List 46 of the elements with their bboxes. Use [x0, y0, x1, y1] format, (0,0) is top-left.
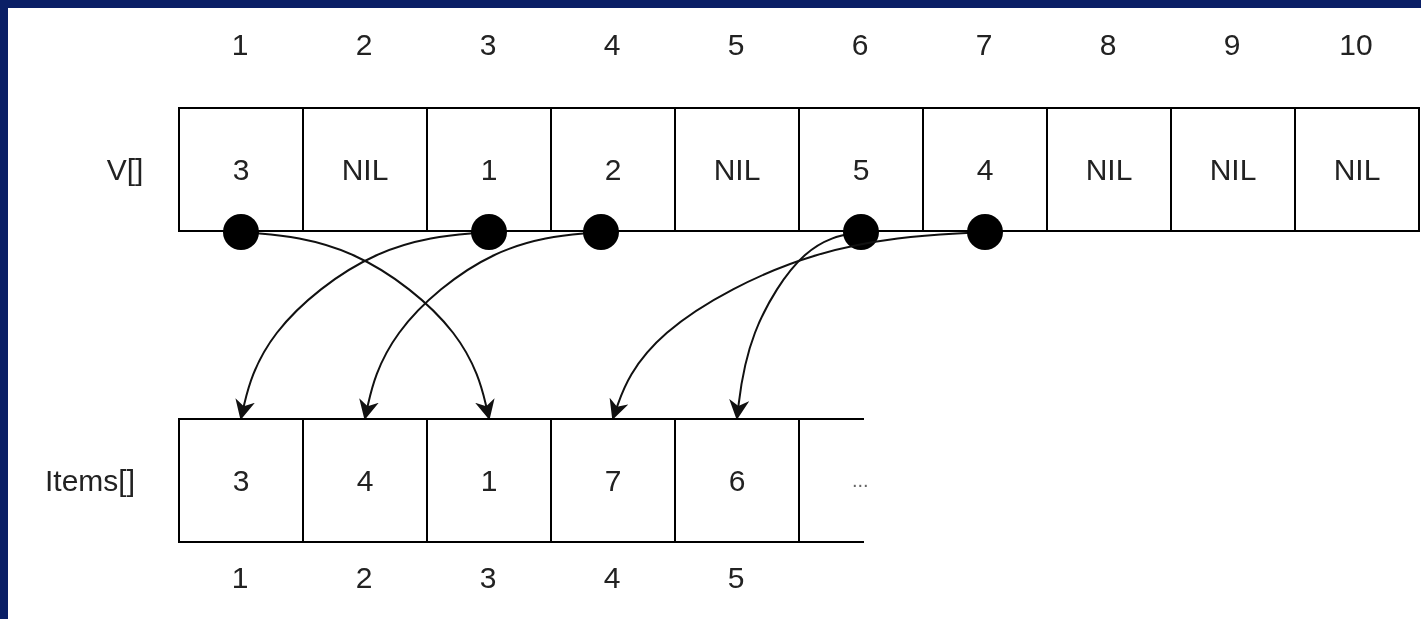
array-cell	[1170, 107, 1296, 232]
cell-value: NIL	[1333, 152, 1381, 187]
cell-value: 3	[232, 152, 250, 187]
index-number: 1	[231, 28, 249, 62]
index-number: 10	[1339, 28, 1373, 62]
index-number: 2	[355, 561, 373, 595]
cell-value: 1	[480, 152, 498, 187]
cell-value: 5	[852, 152, 870, 187]
cell-value: NIL	[1209, 152, 1257, 187]
index-number: 8	[1099, 28, 1117, 62]
cell-value: 4	[976, 152, 994, 187]
array-cell	[178, 418, 304, 543]
cell-value: 1	[480, 463, 498, 498]
index-number: 4	[603, 561, 621, 595]
cell-value: 2	[604, 152, 622, 187]
cell-value: NIL	[1085, 152, 1133, 187]
cell-value: 3	[232, 463, 250, 498]
array-cell	[674, 107, 800, 232]
index-number: 5	[727, 561, 745, 595]
pointer-arrow	[729, 214, 879, 420]
array-name: Items[]	[45, 464, 135, 498]
index-number: 4	[603, 28, 621, 62]
index-number: 2	[355, 28, 373, 62]
array-cell	[302, 418, 428, 543]
array-cell	[1046, 107, 1172, 232]
array-name: V[]	[106, 153, 144, 187]
cell-value: ...	[852, 469, 869, 492]
index-number: 3	[479, 561, 497, 595]
pointer-arrow	[609, 214, 1003, 420]
index-number: 3	[479, 28, 497, 62]
cell-value: 7	[604, 463, 622, 498]
array-cell	[674, 418, 800, 543]
index-number: 7	[975, 28, 993, 62]
index-number: 9	[1223, 28, 1241, 62]
array-cell	[1294, 107, 1420, 232]
index-number: 1	[231, 561, 249, 595]
pointer-arrow	[359, 214, 619, 420]
index-number: 6	[851, 28, 869, 62]
cell-value: 4	[356, 463, 374, 498]
index-number: 5	[727, 28, 745, 62]
cell-value: NIL	[341, 152, 389, 187]
array-cell	[550, 418, 676, 543]
cell-value: NIL	[713, 152, 761, 187]
array-cell	[426, 418, 552, 543]
array-cell	[302, 107, 428, 232]
cell-value: 6	[728, 463, 746, 498]
